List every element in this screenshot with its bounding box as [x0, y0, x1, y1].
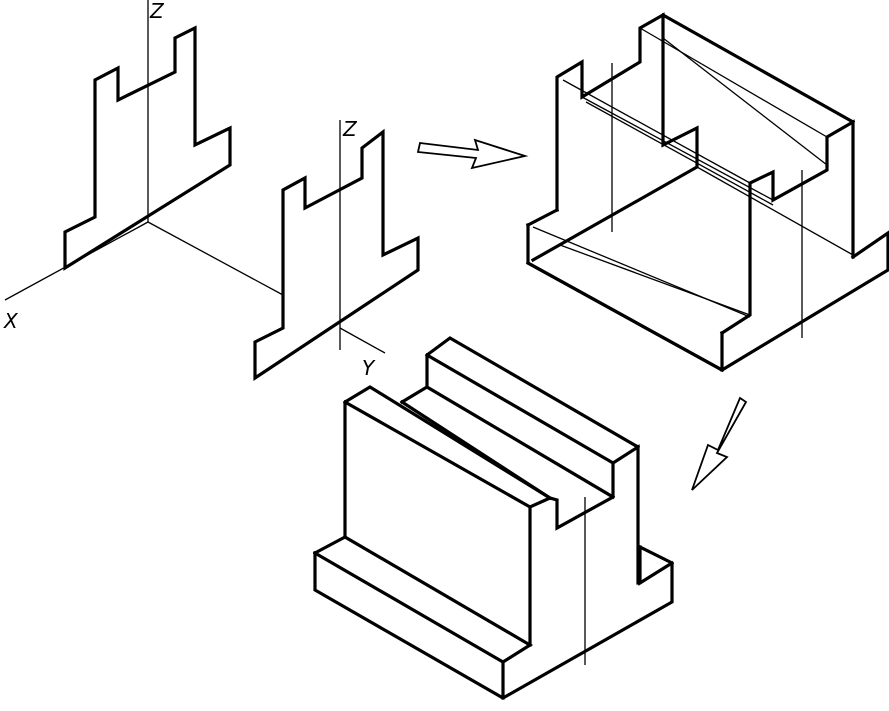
y-axis-link	[147, 221, 284, 296]
profile-yz-shape	[253, 128, 420, 381]
y-axis	[339, 327, 386, 354]
x-label: X	[3, 309, 19, 333]
profile-xz-shape	[63, 25, 232, 271]
z-label-left: Z	[149, 0, 165, 23]
z-label-right: Z	[342, 117, 358, 141]
profile-yz: Z Y	[253, 117, 420, 381]
arrow-down-left-icon	[691, 396, 748, 491]
profile-xz: Z X	[3, 0, 284, 333]
wireframe-solid	[525, 12, 889, 373]
final-solid	[312, 336, 675, 700]
arrow-right-icon	[416, 138, 529, 170]
y-label: Y	[362, 356, 376, 380]
